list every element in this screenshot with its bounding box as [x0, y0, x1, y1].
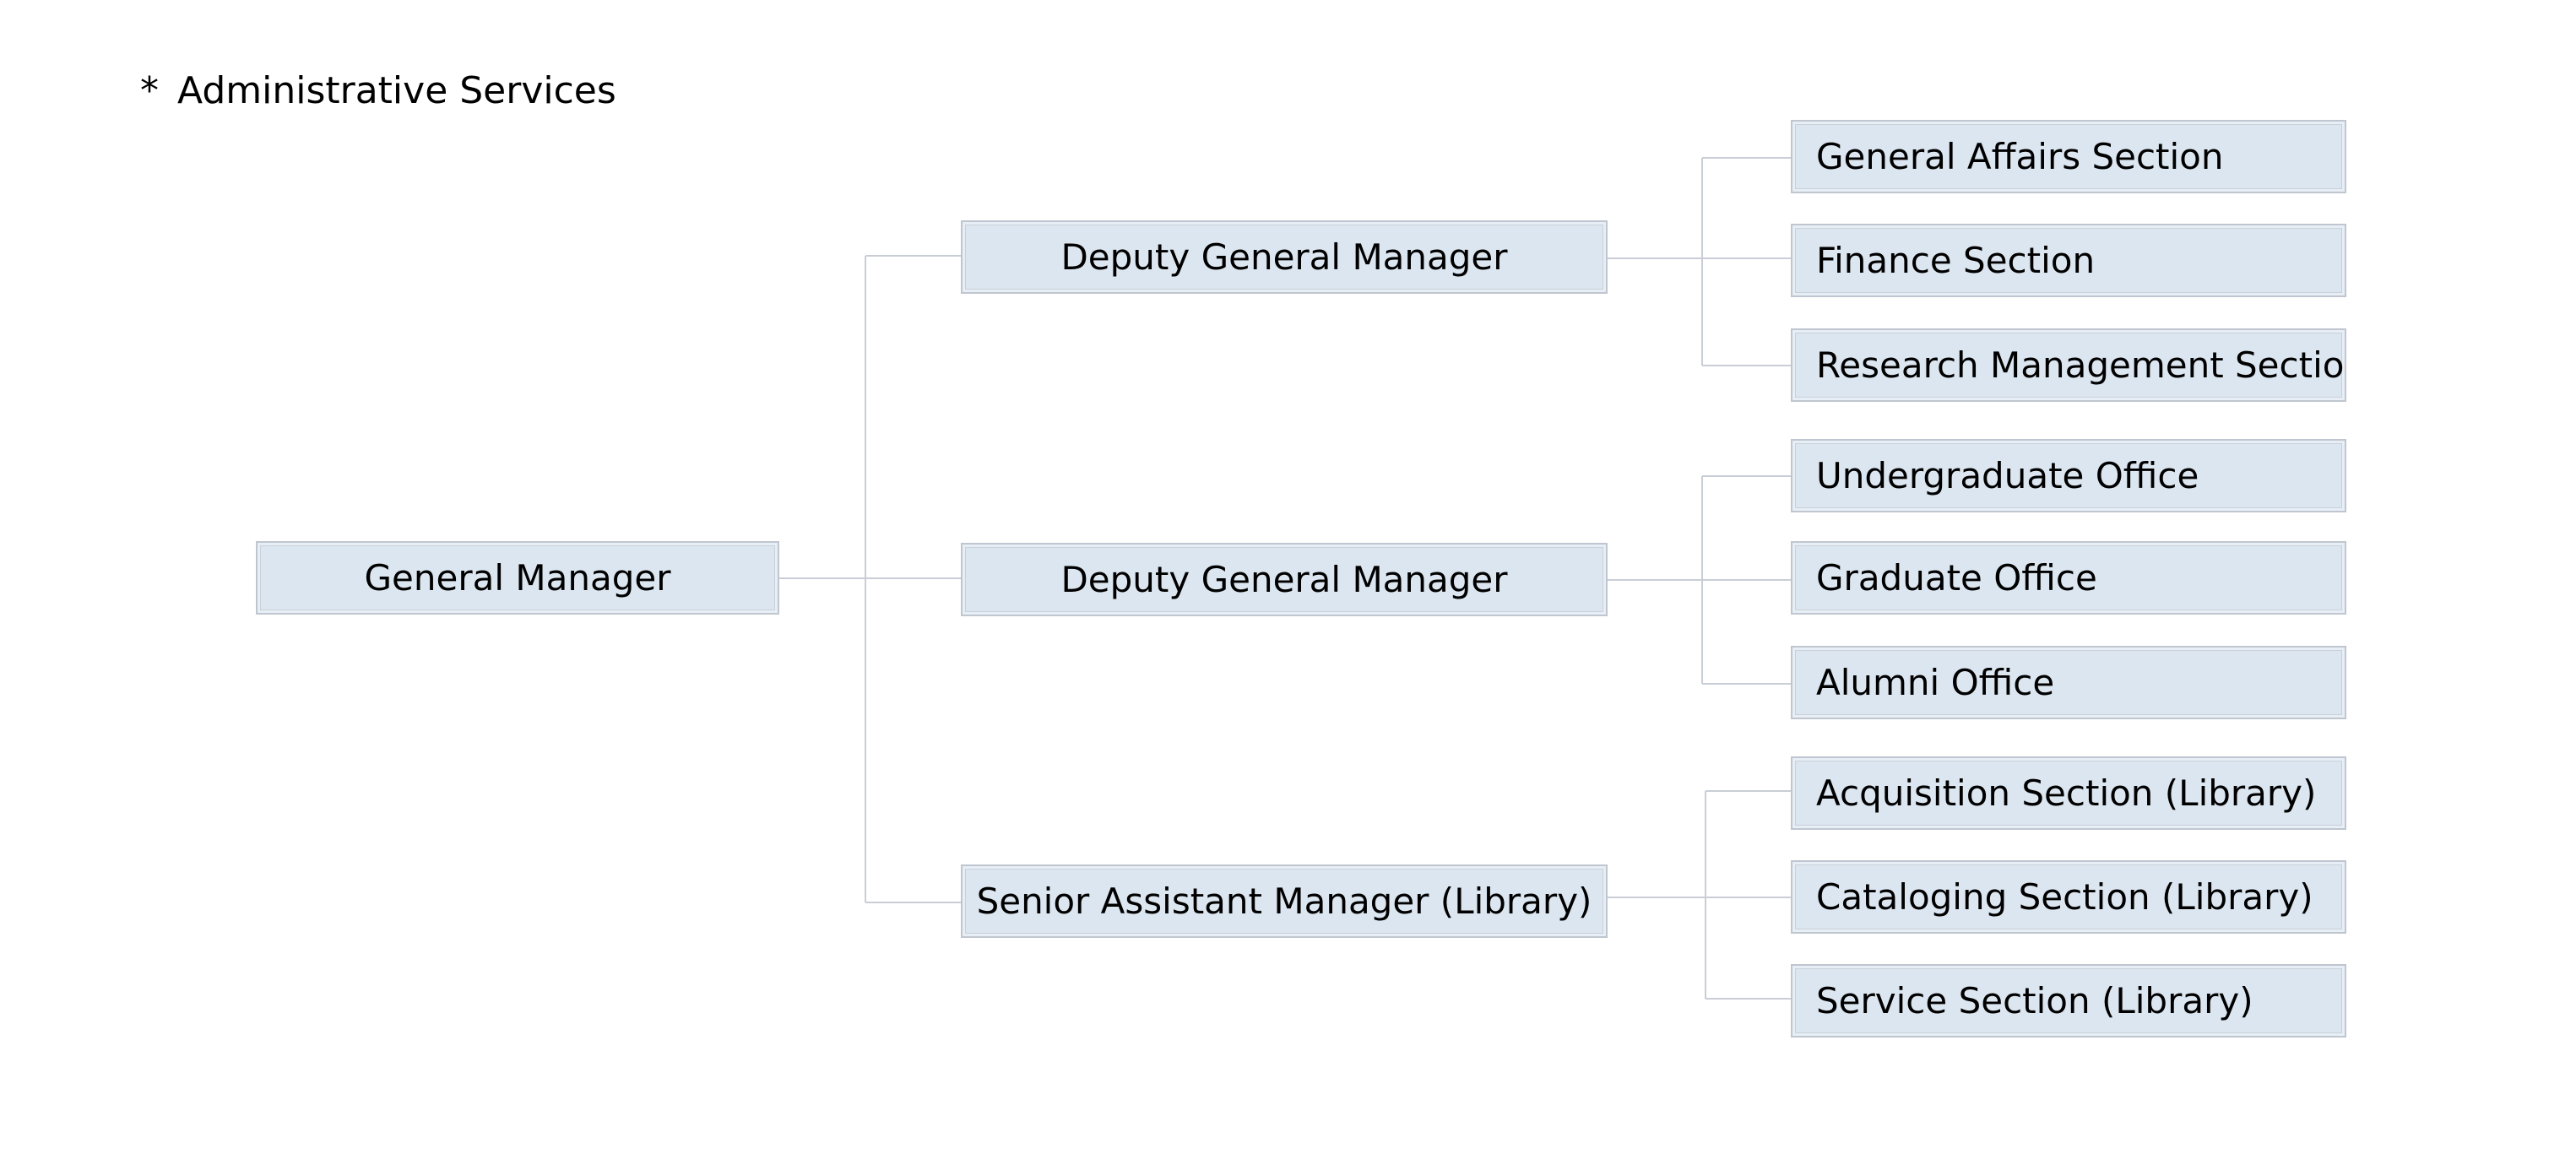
title-text: Administrative Services — [177, 69, 616, 112]
node-deputy-general-manager-2: Deputy General Manager — [961, 543, 1608, 616]
node-undergraduate-office: Undergraduate Office — [1791, 439, 2346, 512]
title-bullet: * — [140, 69, 159, 112]
node-research-management-section: Research Management Section — [1791, 328, 2346, 402]
node-general-affairs-section: General Affairs Section — [1791, 120, 2346, 193]
node-general-manager: General Manager — [256, 541, 779, 615]
node-cataloging-section-library: Cataloging Section (Library) — [1791, 860, 2346, 934]
node-graduate-office: Graduate Office — [1791, 541, 2346, 615]
node-finance-section: Finance Section — [1791, 224, 2346, 297]
node-service-section-library: Service Section (Library) — [1791, 964, 2346, 1038]
node-senior-assistant-manager-library: Senior Assistant Manager (Library) — [961, 864, 1608, 938]
node-acquisition-section-library: Acquisition Section (Library) — [1791, 756, 2346, 830]
node-alumni-office: Alumni Office — [1791, 646, 2346, 719]
node-deputy-general-manager-1: Deputy General Manager — [961, 220, 1608, 294]
chart-title: * Administrative Services — [140, 66, 616, 116]
